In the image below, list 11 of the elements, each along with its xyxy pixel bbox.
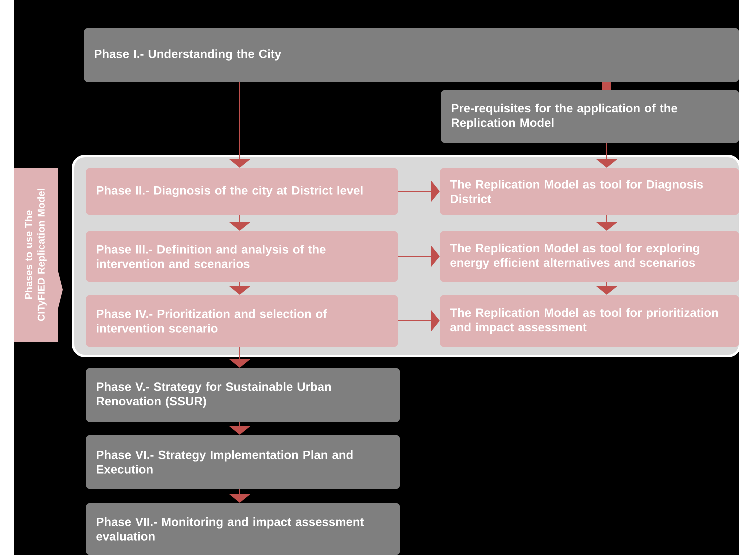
phase-box: Phase VI.- Strategy Implementation Plan and Execution (86, 435, 400, 490)
phase-box: The Replication Model as tool for prioritization and impact assessment (440, 295, 739, 348)
phase-box: The Replication Model as tool for exploring energy efficient alternatives and scenarios (440, 231, 739, 282)
phase-box: Phase IV.- Prioritization and selection of intervention scenario (86, 295, 398, 348)
phase-box: Phase V.- Strategy for Sustainable Urban Renovation (SSUR) (86, 368, 400, 422)
phase-box: Phase III.- Definition and analysis of the intervention and scenarios (86, 231, 398, 282)
phase-box: The Replication Model as tool for Diagnosis District (440, 168, 739, 216)
phase-box: Phase II.- Diagnosis of the city at District level (86, 168, 398, 216)
phase-box: Phase I.- Understanding the City (84, 28, 739, 82)
phase-box: Phase VII.- Monitoring and impact assessment evaluation (86, 503, 400, 555)
phase-box: Pre-requisites for the application of the Replication Model (441, 90, 739, 144)
